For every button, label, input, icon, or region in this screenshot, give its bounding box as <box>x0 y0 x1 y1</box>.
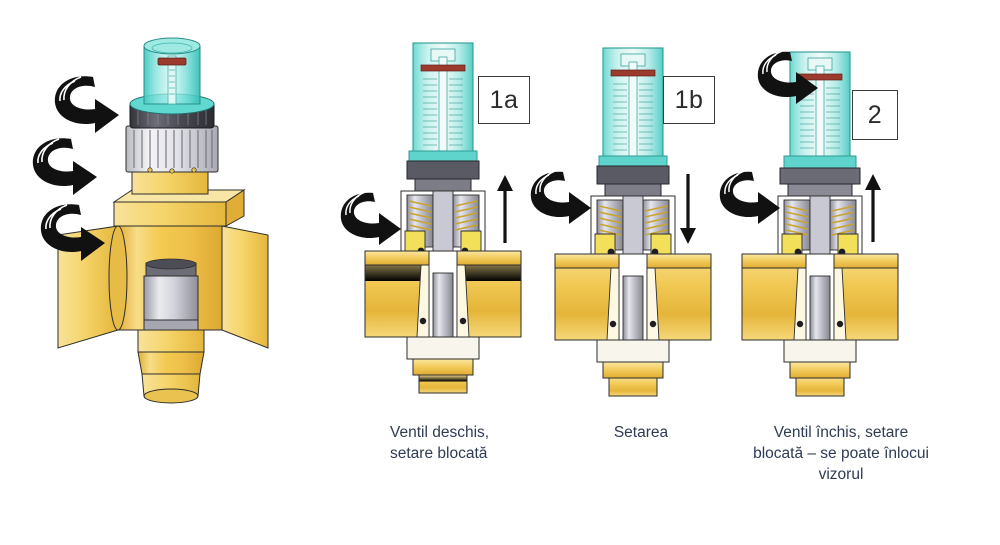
step-badge-1b: 1b <box>663 76 715 124</box>
overview-steel-sleeve <box>143 258 199 331</box>
glass-1b <box>598 47 668 167</box>
cutaway-1b <box>554 47 712 397</box>
caption-step-2: Ventil închis, setare blocată – se poate… <box>753 424 929 483</box>
rotation-arrow-1b <box>530 170 591 224</box>
overview-valve-assembly <box>32 30 300 420</box>
housing-1a <box>400 190 486 266</box>
bonnet-2 <box>779 167 861 197</box>
caption-step-1a: Ventil deschis, setare blocată <box>390 424 490 462</box>
indicator-1b <box>610 69 656 77</box>
step-badge-1a: 1a <box>478 76 530 124</box>
overview-indicator <box>157 57 187 66</box>
step-2-diagram <box>719 42 922 422</box>
motion-arrow-up-1a <box>497 175 513 243</box>
body-2 <box>741 253 899 397</box>
indicator-1a <box>420 64 466 72</box>
glass-2 <box>783 51 857 169</box>
motion-arrow-up-2 <box>865 174 881 242</box>
rotation-arrow-2-side <box>719 170 780 224</box>
step-1b-diagram <box>530 32 735 412</box>
overview-sight-glass <box>129 37 215 115</box>
cutaway-1a <box>364 42 522 394</box>
rotation-arrow-icon <box>54 76 119 133</box>
rotation-arrow-1a <box>340 191 401 245</box>
bonnet-1a <box>406 160 480 192</box>
motion-arrow-down-1b <box>680 174 696 244</box>
rotation-arrow-2-top <box>757 50 818 104</box>
caption-step-1b: Setarea <box>613 424 669 441</box>
body-1b <box>554 253 712 397</box>
body-1a <box>364 250 522 394</box>
overview-rotation-arrows <box>32 76 119 261</box>
cutaway-2 <box>741 51 899 397</box>
step-badge-2: 2 <box>852 90 898 140</box>
glass-1a <box>408 42 478 162</box>
bonnet-1b <box>596 165 670 197</box>
overview-brass-nut <box>137 329 205 404</box>
step-1a-diagram <box>340 35 545 415</box>
overview-valve-svg <box>57 37 269 404</box>
